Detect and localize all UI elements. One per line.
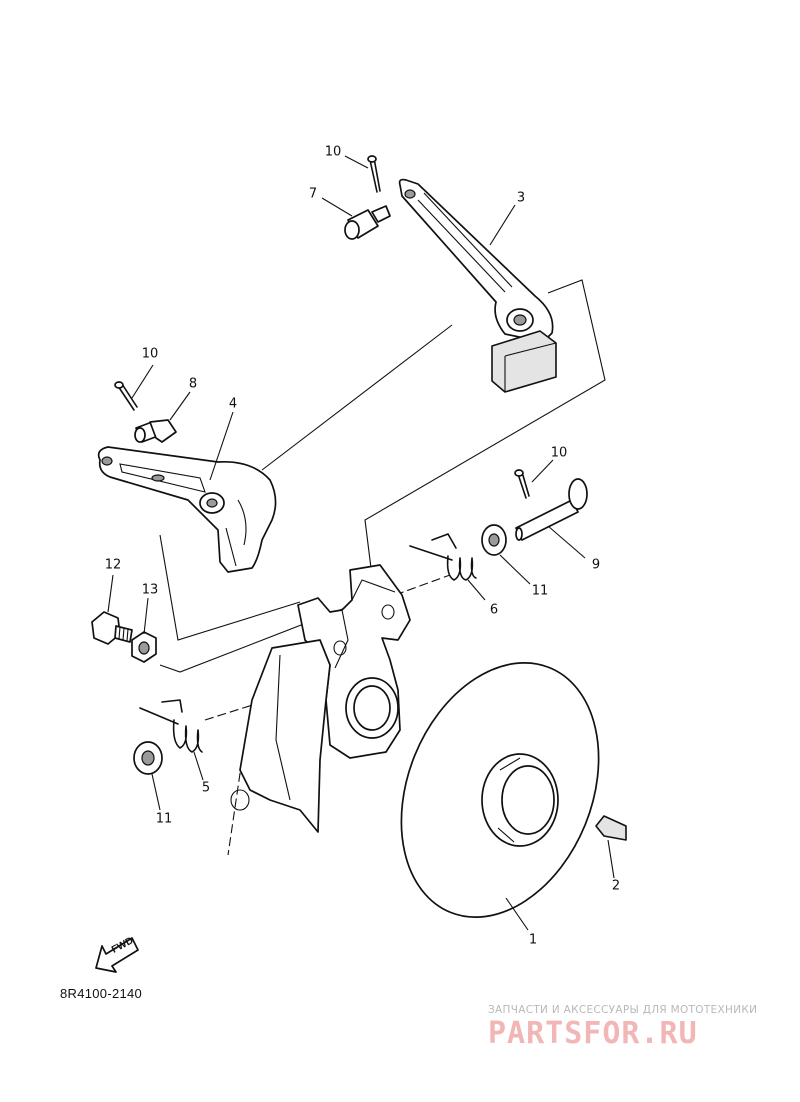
callout-3: 3 <box>516 190 526 206</box>
callout-2: 2 <box>611 878 621 894</box>
callout-9: 9 <box>591 557 601 573</box>
callout-5: 5 <box>201 780 211 796</box>
housing-bracket <box>230 564 411 833</box>
fwd-arrow-icon <box>95 937 139 973</box>
part-10-cotter-pin-left <box>114 381 138 411</box>
callout-12: 12 <box>104 557 122 573</box>
part-11-washer-lower <box>133 741 163 775</box>
part-9-shaft <box>515 478 588 541</box>
watermark-tagline: ЗАПЧАСТИ И АКСЕССУАРЫ ДЛЯ МОТОТЕХНИКИ <box>488 1004 758 1016</box>
part-8-pin <box>134 419 177 443</box>
part-13-nut <box>131 631 157 663</box>
part-4-lower-arm <box>97 446 277 573</box>
callout-10-left: 10 <box>141 346 159 362</box>
part-5-spring <box>139 699 203 753</box>
part-7-pin <box>344 205 391 240</box>
callout-1: 1 <box>528 932 538 948</box>
leader-lines <box>107 155 615 931</box>
part-6-spring <box>409 533 477 581</box>
part-10-cotter-pin-right <box>514 469 530 499</box>
callout-8: 8 <box>188 376 198 392</box>
callout-10-top: 10 <box>324 144 342 160</box>
callout-4: 4 <box>228 396 238 412</box>
diagram-code: 8R4100-2140 <box>60 986 143 1001</box>
callout-10-right: 10 <box>550 445 568 461</box>
part-11-washer-upper <box>481 524 507 556</box>
callout-6: 6 <box>489 602 499 618</box>
callout-11-upper: 11 <box>531 583 549 599</box>
part-12-bolt <box>91 611 133 645</box>
part-3-upper-arm <box>398 178 557 393</box>
watermark-logo: PARTSFOR.RU <box>488 1016 698 1051</box>
callout-13: 13 <box>141 582 159 598</box>
part-10-cotter-pin-top <box>367 155 381 193</box>
callout-11-lower: 11 <box>155 811 173 827</box>
part-2-key <box>595 815 627 841</box>
callout-7: 7 <box>308 186 318 202</box>
watermark: ЗАПЧАСТИ И АКСЕССУАРЫ ДЛЯ МОТОТЕХНИКИ PA… <box>488 1004 788 1049</box>
part-1-disc <box>400 662 600 918</box>
